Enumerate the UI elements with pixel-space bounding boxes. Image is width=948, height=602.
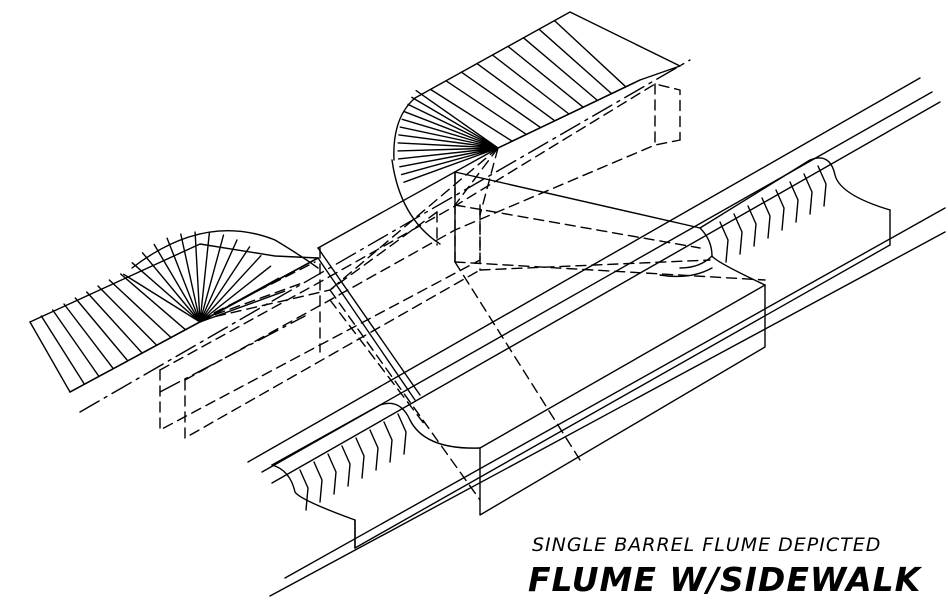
top-sidewalk (393, 11, 681, 161)
sidewalk-hatching-top (429, 19, 627, 142)
fan-rays-left (123, 231, 286, 323)
caption-subtitle: SINGLE BARREL FLUME DEPICTED (532, 534, 882, 556)
road-lines (69, 79, 641, 393)
gutter-upper (659, 157, 891, 286)
flume-box (317, 171, 766, 516)
fan-rays-top (397, 89, 499, 183)
left-curb-fan (123, 230, 319, 323)
gutter-chevrons-upper (719, 165, 827, 263)
caption-title: FLUME W/SIDEWALK (528, 560, 922, 599)
sidewalk-hatching-left (40, 273, 187, 385)
left-sidewalk (29, 243, 319, 393)
centerlines (79, 59, 691, 413)
gutter-lower (271, 402, 481, 549)
gutter-chevrons-lower (299, 413, 407, 511)
road-edges (247, 77, 946, 597)
top-curb-fan (391, 89, 499, 245)
